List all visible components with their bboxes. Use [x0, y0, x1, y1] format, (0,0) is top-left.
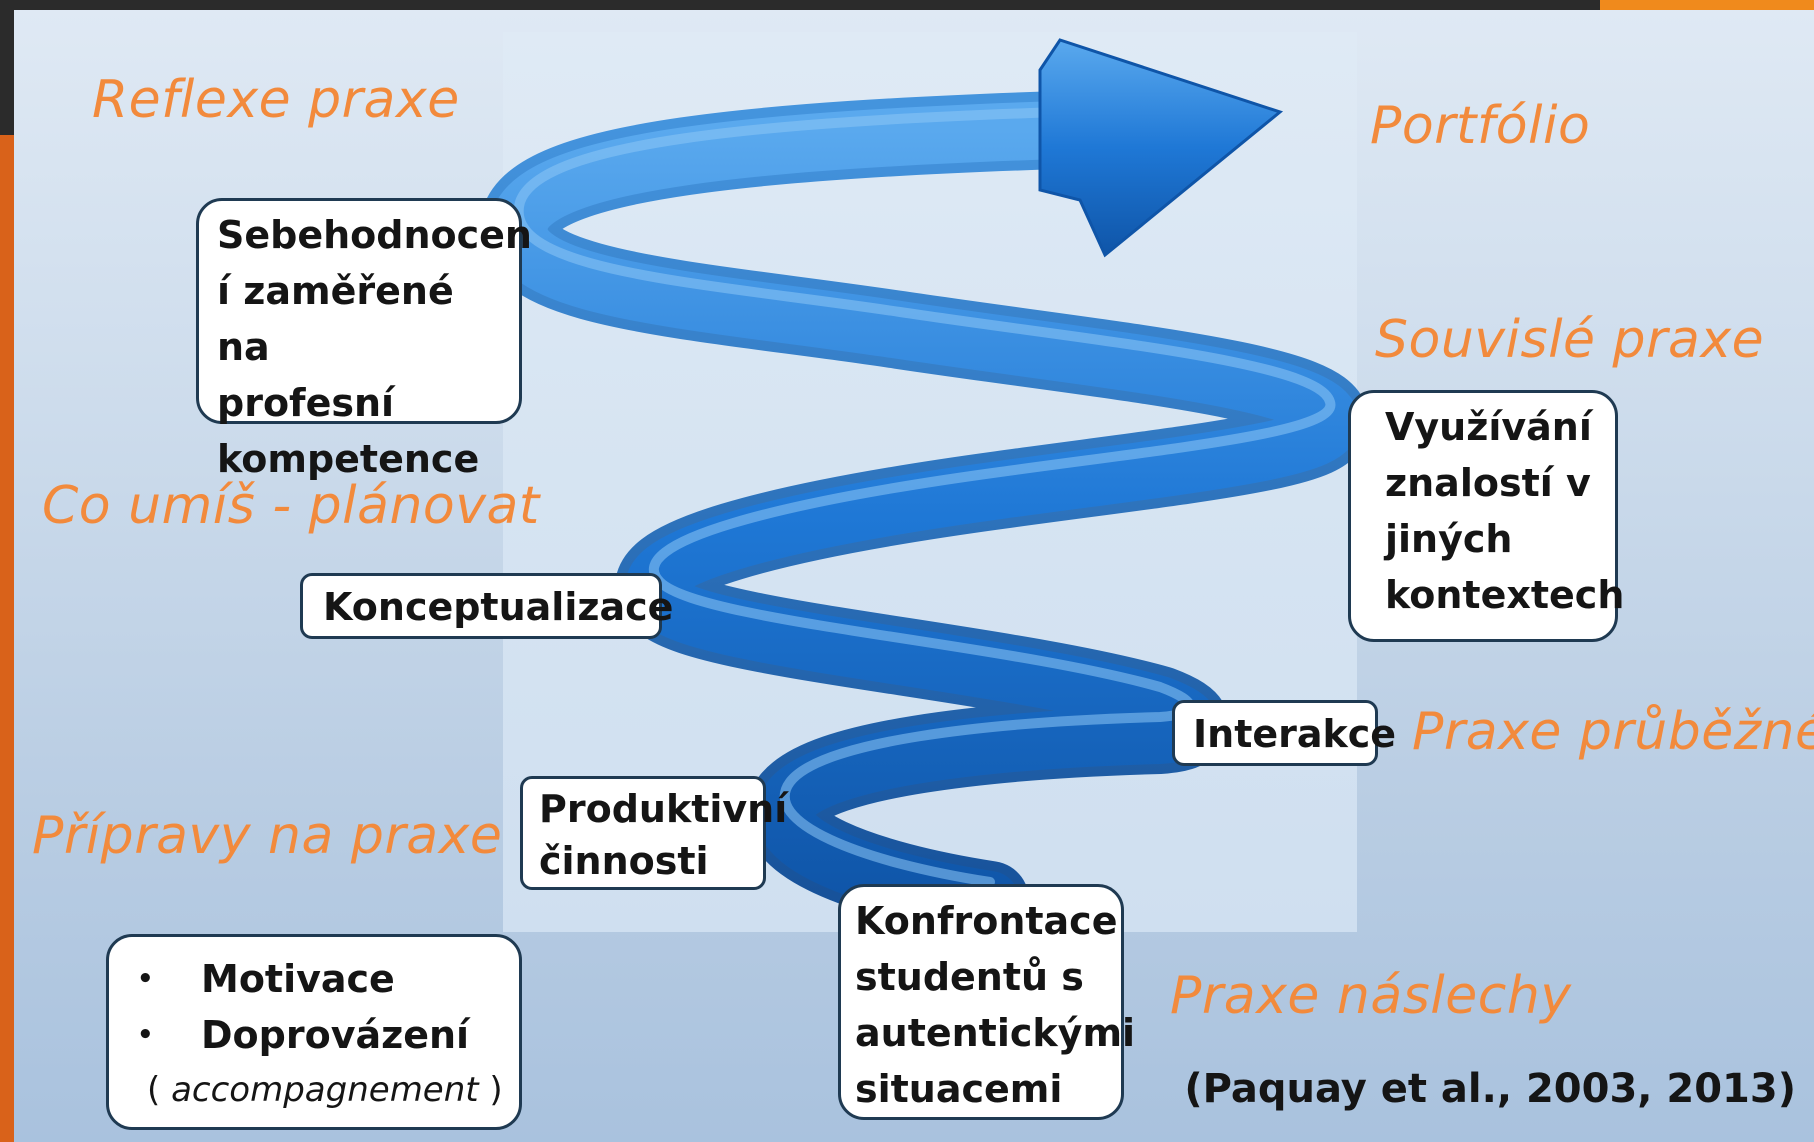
left-dark-strip — [0, 0, 14, 135]
box-interakce: Interakce — [1172, 700, 1396, 766]
box-sebehodnoceni: Sebehodnocen í zaměřené na profesní komp… — [196, 198, 532, 481]
left-orange-accent — [0, 135, 14, 1142]
top-dark-strip — [0, 0, 1600, 10]
note-open-paren: ( — [147, 1070, 172, 1110]
label-souvisle-praxe: Souvislé praxe — [1375, 310, 1765, 370]
spiral-arrow-head — [1038, 38, 1284, 258]
citation: (Paquay et al., 2003, 2013) — [1184, 1066, 1796, 1112]
box-konceptualizace: Konceptualizace — [300, 573, 673, 639]
list-note: ( accompagnement ) — [137, 1063, 519, 1117]
list-item-label: Doprovázení — [201, 1013, 470, 1057]
bullet-icon: • — [137, 964, 154, 994]
label-co-umis-planovat: Co umíš - plánovat — [42, 476, 540, 536]
spiral-highlight — [513, 107, 1336, 887]
list-item: • Doprovázení — [137, 1007, 519, 1063]
note-italic-text: accompagnement — [171, 1070, 479, 1110]
label-praxe-prubezne: Praxe průběžné — [1412, 702, 1814, 762]
box-produktivni-cinnosti: Produktivní činnosti — [520, 776, 787, 890]
note-close-paren: ) — [478, 1070, 503, 1110]
label-praxe-naslechy: Praxe náslechy — [1170, 966, 1572, 1026]
box-vyuzivani-znalosti: Využívání znalostí v jiných kontextech — [1348, 390, 1624, 642]
label-pripravy-na-praxe: Přípravy na praxe — [32, 806, 503, 866]
list-item-label: Motivace — [201, 957, 395, 1001]
box-konfrontace-studentu: Konfrontace studentů s autentickými situ… — [838, 884, 1135, 1120]
box-motivace-list: • Motivace • Doprovázení ( accompagnemen… — [106, 934, 522, 1130]
label-reflexe-praxe: Reflexe praxe — [92, 70, 460, 130]
spiral-ribbon-front — [489, 101, 1360, 929]
top-orange-accent — [1600, 0, 1814, 10]
bullet-icon: • — [137, 1020, 154, 1050]
list-item: • Motivace — [137, 951, 519, 1007]
label-portfolio: Portfólio — [1370, 96, 1591, 156]
